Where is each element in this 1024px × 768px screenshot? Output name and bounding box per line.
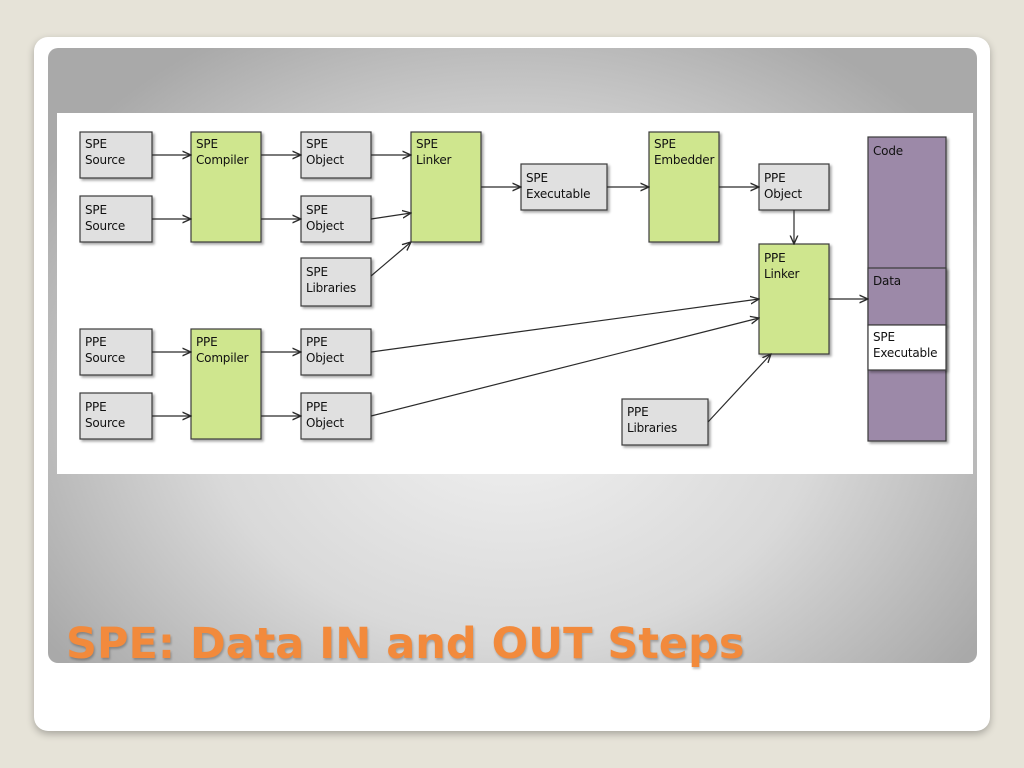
exec-data-label: Data xyxy=(873,274,901,288)
arrow-ppe-libraries-to-ppe-linker xyxy=(707,354,771,423)
ppe-linker-box xyxy=(758,243,830,355)
spe-source-1-box xyxy=(79,131,153,179)
ppe-compiler-box xyxy=(190,328,262,440)
arrow-spe-object-2-to-spe-linker xyxy=(370,213,411,220)
spe-embedder-box xyxy=(648,131,720,243)
spe-embedder-label: SPE Embedder xyxy=(654,137,715,167)
build-flow-diagram: SPE Source SPE Source SPE Compiler SPE O… xyxy=(57,113,973,474)
spe-object-2-label: SPE Object xyxy=(306,203,344,233)
ppe-object-embedded-label: PPE Object xyxy=(764,171,802,201)
ppe-object-1-box xyxy=(300,328,372,376)
spe-executable-box xyxy=(520,163,608,211)
spe-libraries-box xyxy=(300,257,372,307)
ppe-linker-label: PPE Linker xyxy=(764,251,800,281)
spe-libraries-label: SPE Libraries xyxy=(306,265,357,295)
ppe-libraries-label: PPE Libraries xyxy=(627,405,678,435)
ppe-object-1-label: PPE Object xyxy=(306,335,344,365)
ppe-source-2-label: PPE Source xyxy=(85,400,126,430)
spe-executable-label: SPE Executable xyxy=(526,171,591,201)
exec-spe-executable-label: SPE Executable xyxy=(873,330,938,360)
arrow-ppe-object-1-to-ppe-linker xyxy=(370,299,759,353)
spe-compiler-box xyxy=(190,131,262,243)
diagram-canvas xyxy=(79,131,947,446)
arrow-spe-libraries-to-spe-linker xyxy=(370,242,411,277)
spe-linker-label: SPE Linker xyxy=(416,137,452,167)
ppe-source-1-label: PPE Source xyxy=(85,335,126,365)
spe-object-2-box xyxy=(300,195,372,243)
output-spe-executable-section xyxy=(867,324,947,371)
spe-source-2-label: SPE Source xyxy=(85,203,126,233)
spe-compiler-label: SPE Compiler xyxy=(196,137,249,167)
ppe-object-2-label: PPE Object xyxy=(306,400,344,430)
slide-title: SPE: Data IN and OUT Steps xyxy=(66,619,745,669)
spe-object-1-box xyxy=(300,131,372,179)
spe-object-1-label: SPE Object xyxy=(306,137,344,167)
spe-linker-box xyxy=(410,131,482,243)
exec-code-label: Code xyxy=(873,144,903,158)
ppe-compiler-label: PPE Compiler xyxy=(196,335,249,365)
ppe-object-embedded-box xyxy=(758,163,830,211)
arrow-ppe-object-2-to-ppe-linker xyxy=(370,318,759,417)
spe-source-2-box xyxy=(79,195,153,243)
spe-source-1-label: SPE Source xyxy=(85,137,126,167)
